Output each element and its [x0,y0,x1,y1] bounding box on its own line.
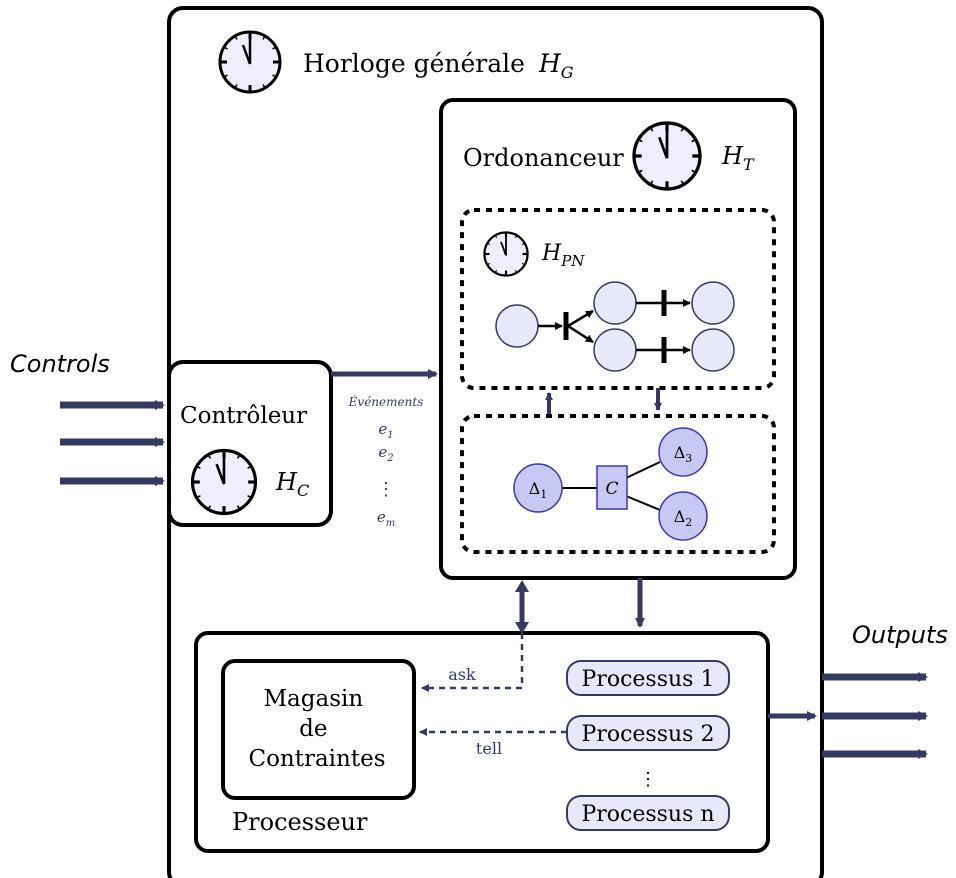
constraint-network-region [460,414,776,554]
petri-arc [567,309,594,328]
constraint-variable-label: Δ2 [674,507,693,529]
outputs-label: Outputs [852,621,948,649]
controller-label: Contrôleur [180,403,307,429]
scheduler-label: Ordonanceur [463,144,624,172]
constraint-symbol: C [605,479,618,499]
event-item: em [377,508,395,529]
constraint-variable [658,491,708,541]
petri-place [691,281,735,325]
petri-clock-label: HPN [541,241,585,270]
clock-icon [218,30,282,94]
tell-label: tell [476,739,502,758]
constraint-variable [658,427,708,477]
process-label: Processus 1 [582,667,715,692]
petri-place [593,281,637,325]
process-pill [566,795,730,831]
constraint-store-box [221,659,416,800]
constraint-variable-label: Δ1 [529,479,548,501]
arrowhead-up [515,580,529,592]
events-title: Événements [348,394,424,409]
ask-label: ask [448,665,476,684]
constraint-variable [513,463,563,513]
petri-net-region [460,208,776,390]
event-item: e1 [378,420,393,441]
constraint-store-label: Magasin de Contraintes [248,686,385,772]
petri-place [495,304,539,348]
process-pill [566,660,730,696]
scheduler-clock-label: HT [721,142,755,174]
petri-arc [567,324,594,344]
controls-label: Controls [10,350,110,378]
constraint-box [596,465,628,510]
constraint-edge [625,495,661,511]
constraint-edge [625,461,661,479]
controller-clock-label: HC [275,468,309,500]
clock-icon [483,231,529,277]
petri-place [691,328,735,372]
events-ellipsis: ⋮ [377,479,395,500]
processor-label: Processeur [232,808,368,836]
process-label: Processus 2 [582,722,715,747]
process-label: Processus n [581,802,714,827]
clock-icon [632,121,702,191]
constraint-variable-label: Δ3 [674,443,693,465]
clock-icon [190,448,258,516]
event-item: e2 [378,443,393,464]
ask-arrow [421,633,524,692]
arrowhead-down [515,622,529,634]
global-clock-label: Horloge générale HG [303,49,574,82]
process-ellipsis: ⋮ [639,769,657,790]
petri-place [593,328,637,372]
